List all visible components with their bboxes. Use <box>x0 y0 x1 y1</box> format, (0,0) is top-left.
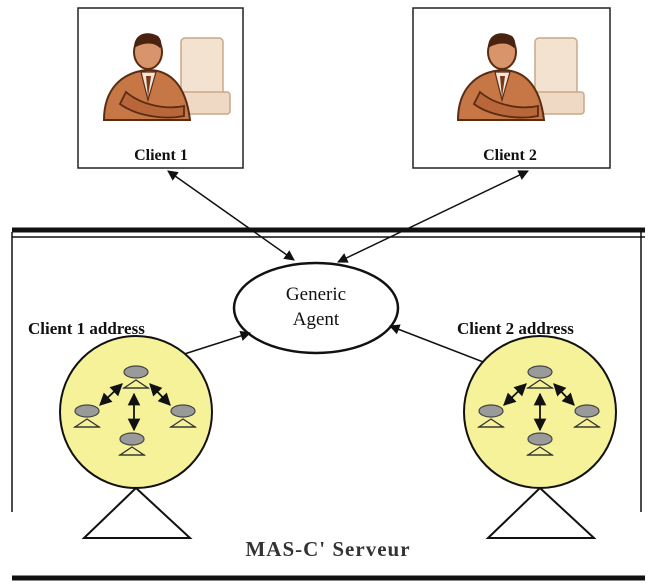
client1-address-label: Client 1 address <box>28 319 145 338</box>
agent-label-line1: Generic <box>286 284 346 305</box>
server-label: MAS-C' Serveur <box>245 537 410 561</box>
arrow-client2-agent <box>337 170 529 263</box>
client1-box: Client 1 <box>77 7 244 169</box>
client2-label: Client 2 <box>483 147 537 164</box>
client2-agent-cluster <box>463 335 617 539</box>
generic-agent-node: Generic Agent <box>232 261 400 355</box>
cluster-stand <box>485 486 597 539</box>
arrow-client1-agent <box>167 170 295 261</box>
client1-agent-cluster <box>59 335 213 539</box>
client1-label: Client 1 <box>134 147 188 164</box>
cluster-stand <box>81 486 193 539</box>
agent-label-line2: Agent <box>293 309 340 330</box>
server-frame <box>11 227 645 581</box>
client2-box: Client 2 <box>412 7 611 169</box>
client2-address-label: Client 2 address <box>457 319 574 338</box>
